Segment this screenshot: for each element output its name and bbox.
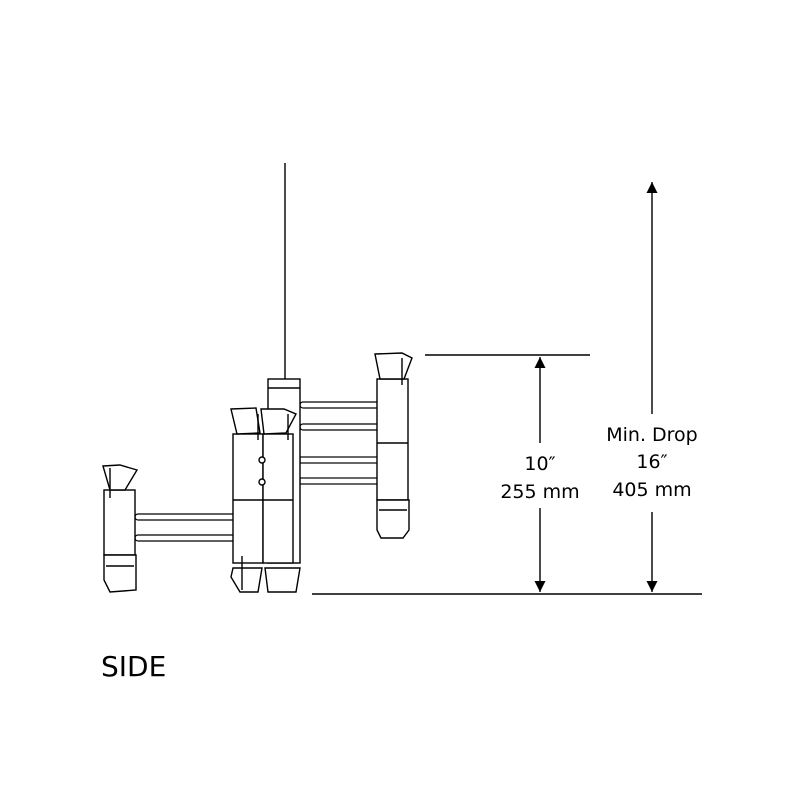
lamp-head [102,464,139,491]
upper-rods [299,401,388,485]
min-drop-imperial: 16″ [636,451,667,473]
fixture-height-metric: 255 mm [500,481,579,503]
lamp-head [376,499,410,539]
lamp-head [230,407,261,435]
lamp-head [230,567,263,593]
lamp-head [260,408,297,435]
lamp-head [103,554,137,593]
fixture [102,163,413,593]
dimensions: 10″ 255 mm Min. Drop 16″ 405 mm [312,182,702,595]
left-light-unit [102,464,139,593]
min-drop-label: Min. Drop [606,424,698,446]
middle-light-units [230,407,301,593]
min-drop-metric: 405 mm [612,479,691,501]
view-label: SIDE [101,650,166,683]
right-light-unit [374,352,413,539]
fixture-height-imperial: 10″ [524,453,555,475]
lamp-head [264,567,301,593]
lamp-head [374,352,413,380]
